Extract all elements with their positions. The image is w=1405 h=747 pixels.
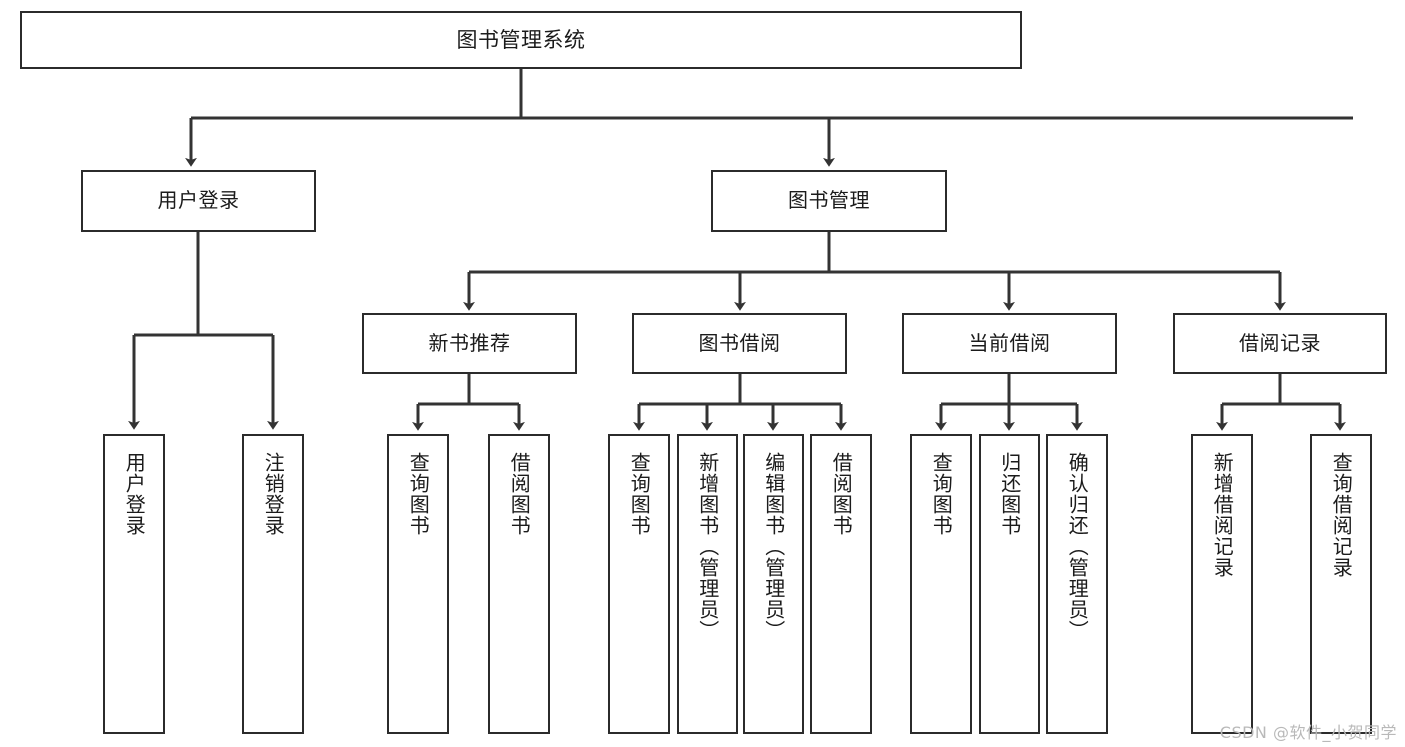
leaf-current-return-book[interactable]: 归还图书 (979, 434, 1040, 734)
leaf-current-confirm-return-admin[interactable]: 确认归还（管理员） (1046, 434, 1108, 734)
leaf-newbook-query-book[interactable]: 查询图书 (387, 434, 449, 734)
node-user-login[interactable]: 用户登录 (81, 170, 316, 232)
leaf-newbook-borrow-book[interactable]: 借阅图书 (488, 434, 550, 734)
node-label: 借阅图书 (829, 452, 854, 536)
node-current-borrow[interactable]: 当前借阅 (902, 313, 1117, 374)
node-root-system[interactable]: 图书管理系统 (20, 11, 1022, 69)
node-label: 图书借阅 (698, 330, 781, 355)
node-label: 新书推荐 (428, 330, 511, 355)
node-borrow-record[interactable]: 借阅记录 (1173, 313, 1387, 374)
leaf-borrow-borrow-book[interactable]: 借阅图书 (810, 434, 872, 734)
node-label: 用户登录 (157, 188, 240, 213)
node-label: 查询图书 (929, 452, 954, 536)
node-label: 图书管理系统 (456, 27, 586, 52)
node-label: 当前借阅 (968, 330, 1051, 355)
node-label: 新增借阅记录 (1210, 452, 1235, 578)
node-label: 查询借阅记录 (1329, 452, 1354, 578)
node-label: 确认归还（管理员） (1065, 452, 1090, 641)
leaf-borrow-edit-book-admin[interactable]: 编辑图书（管理员） (743, 434, 804, 734)
node-label: 图书管理 (788, 188, 870, 213)
node-label: 编辑图书（管理员） (761, 452, 786, 641)
leaf-user-login-signout[interactable]: 注销登录 (242, 434, 304, 734)
node-label: 查询图书 (627, 452, 652, 536)
node-new-book-recommend[interactable]: 新书推荐 (362, 313, 577, 374)
node-label: 注销登录 (261, 452, 286, 536)
node-label: 归还图书 (997, 452, 1022, 536)
node-book-borrow[interactable]: 图书借阅 (632, 313, 847, 374)
leaf-user-login-signin[interactable]: 用户登录 (103, 434, 165, 734)
leaf-borrow-add-book-admin[interactable]: 新增图书（管理员） (677, 434, 738, 734)
leaf-borrow-query-book[interactable]: 查询图书 (608, 434, 670, 734)
node-label: 新增图书（管理员） (695, 452, 720, 641)
node-label: 查询图书 (406, 452, 431, 536)
node-label: 借阅记录 (1239, 330, 1321, 355)
leaf-record-query-record[interactable]: 查询借阅记录 (1310, 434, 1372, 734)
leaf-record-add-record[interactable]: 新增借阅记录 (1191, 434, 1253, 734)
node-label: 用户登录 (122, 452, 147, 536)
watermark-credit: CSDN @软件_小贺同学 (1219, 723, 1397, 742)
node-label: 借阅图书 (507, 452, 532, 536)
leaf-current-query-book[interactable]: 查询图书 (910, 434, 972, 734)
node-book-management[interactable]: 图书管理 (711, 170, 947, 232)
